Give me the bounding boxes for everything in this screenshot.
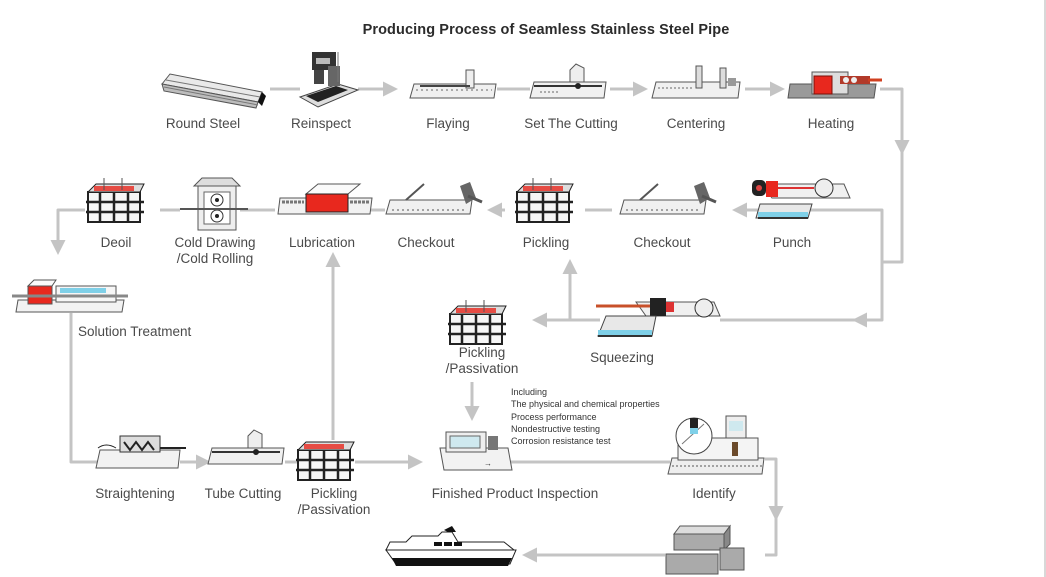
solution-treatment-icon	[12, 279, 128, 313]
squeezing-icon	[596, 298, 721, 337]
step-punch: Punch	[772, 235, 812, 250]
step-pickling-passivation-2: Pickling /Passivation	[282, 486, 386, 518]
step-flaying: Flaying	[426, 116, 470, 131]
step-deoil: Deoil	[100, 235, 132, 250]
note-line: The physical and chemical properties	[511, 399, 660, 410]
step-pickling-passivation-1: Pickling /Passivation	[430, 345, 534, 377]
step-squeezing: Squeezing	[590, 350, 654, 365]
step-cold-drawing-line2: /Cold Rolling	[176, 251, 254, 266]
step-tube-cutting: Tube Cutting	[204, 486, 282, 501]
pickling-passivation-tank-icon	[448, 300, 507, 345]
step-straightening: Straightening	[95, 486, 175, 501]
step-reinspect: Reinspect	[290, 116, 352, 131]
note-line: Process performance	[511, 411, 597, 422]
step-cold-drawing-line1: Cold Drawing	[174, 235, 256, 250]
note-line: Nondestructive testing	[511, 423, 601, 434]
reinspect-icon	[298, 52, 360, 108]
step-round-steel: Round Steel	[165, 116, 241, 131]
svg-text:→: →	[484, 459, 492, 468]
punch-icon	[752, 178, 851, 219]
inspection-machine-icon: →	[439, 431, 513, 471]
arrow-heating-punch	[770, 87, 904, 264]
identify-machine-icon	[667, 415, 765, 475]
step-cold-drawing: Cold Drawing /Cold Rolling	[160, 235, 270, 267]
checkout-icon	[619, 182, 717, 215]
step-set-the-cutting: Set The Cutting	[524, 116, 618, 131]
pickling-tank-icon	[515, 178, 574, 223]
flaying-icon	[409, 69, 497, 99]
checkout-icon	[385, 182, 483, 215]
frame-edge	[1044, 0, 1046, 577]
tube-cutting-icon	[207, 429, 285, 465]
step-centering: Centering	[666, 116, 726, 131]
step-pickling: Pickling	[522, 235, 570, 250]
set-the-cutting-icon	[529, 63, 607, 99]
step-heating: Heating	[807, 116, 855, 131]
cold-drawing-icon	[180, 177, 248, 231]
step-pickling-passivation-1-line1: Pickling	[458, 345, 506, 360]
round-steel-icon	[161, 73, 266, 109]
step-finished-product-inspection: Finished Product Inspection	[431, 486, 599, 501]
pickling-passivation-tank-icon	[296, 441, 355, 481]
step-solution-treatment: Solution Treatment	[78, 324, 192, 339]
step-checkout-2: Checkout	[397, 235, 455, 250]
note-line: Corrosion resistance test	[511, 436, 611, 447]
arrow-solution-straightening	[69, 313, 98, 464]
arrow-branch-squeezing	[852, 262, 884, 328]
ship-icon	[385, 526, 517, 566]
step-checkout-1: Checkout	[633, 235, 691, 250]
deoil-tank-icon	[86, 178, 145, 223]
step-pickling-passivation-1-line2: /Passivation	[445, 361, 519, 376]
step-identify: Identify	[692, 486, 736, 501]
straightening-icon	[95, 435, 186, 469]
diagram-title: Producing Process of Seamless Stainless …	[362, 22, 730, 38]
note-line: Including	[511, 387, 548, 397]
step-pickling-passivation-2-line1: Pickling	[310, 486, 358, 501]
packing-boxes-icon	[665, 524, 745, 575]
inspection-note: Including The physical and chemical prop…	[511, 386, 660, 447]
step-pickling-passivation-2-line2: /Passivation	[297, 502, 371, 517]
arrow-deoil-solution	[50, 208, 85, 255]
arrow-identify-packing	[765, 457, 778, 557]
lubrication-icon	[277, 183, 373, 215]
centering-icon	[651, 65, 741, 99]
heating-icon	[787, 71, 882, 99]
step-lubrication: Lubrication	[288, 235, 356, 250]
